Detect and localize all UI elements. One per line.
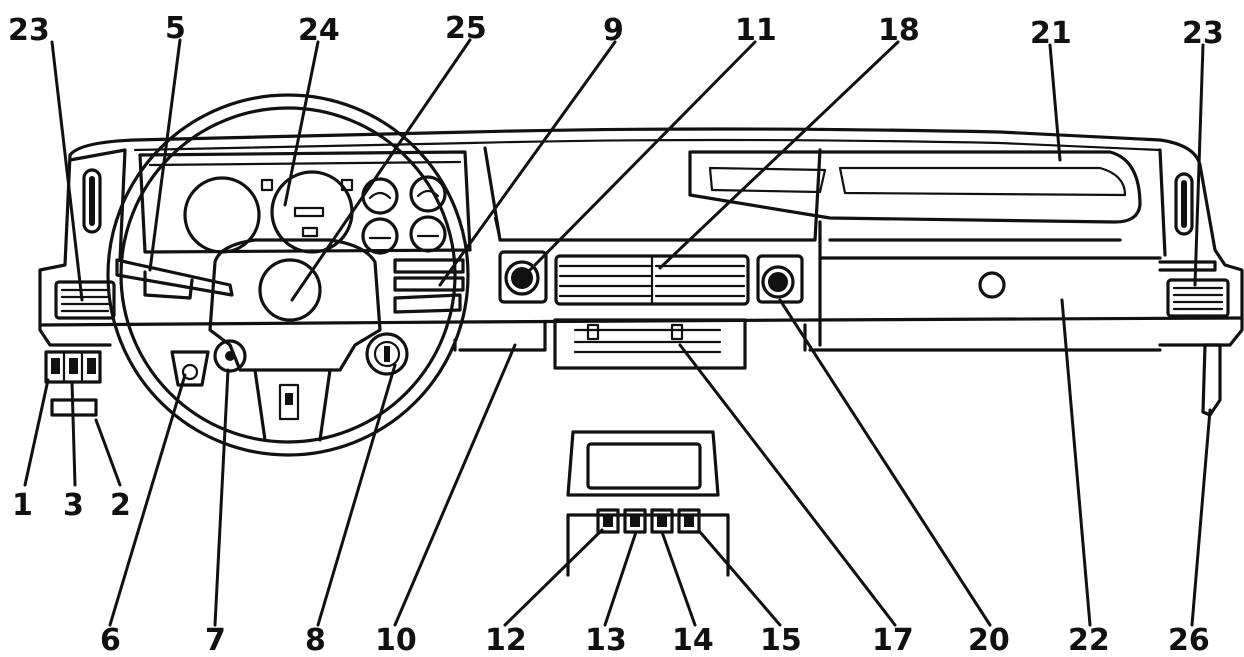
callout-15: 15 [760,623,802,657]
center-console [483,146,822,577]
callout-21: 21 [1030,16,1072,51]
callout-23-left: 23 [8,13,50,48]
callout-1: 1 [12,488,33,523]
callout-22: 22 [1068,623,1110,657]
callout-5: 5 [165,11,186,46]
leader-lines [23,38,1212,627]
callout-20: 20 [968,623,1010,657]
passenger-side [688,150,1162,347]
callout-24: 24 [298,13,340,48]
callout-3: 3 [63,488,84,523]
callout-2: 2 [110,488,131,523]
callout-23-right: 23 [1182,16,1224,51]
callout-8: 8 [305,623,326,657]
steering-wheel [106,93,470,457]
callout-7: 7 [205,623,226,657]
callout-14: 14 [672,623,714,657]
callout-12: 12 [485,623,527,657]
instrument-cluster [138,150,472,255]
callout-13: 13 [585,623,627,657]
controls-left [44,258,465,417]
callout-26: 26 [1168,623,1210,657]
callout-17: 17 [872,623,914,657]
dashboard-body [38,127,1244,417]
callout-18: 18 [878,13,920,48]
callout-10: 10 [375,623,417,657]
callout-labels: 23 5 24 25 9 11 18 21 23 1 3 2 6 7 8 10 … [8,11,1224,657]
callout-6: 6 [100,623,121,657]
callout-11: 11 [735,13,777,48]
callout-25: 25 [445,11,487,46]
callout-9: 9 [603,13,624,48]
